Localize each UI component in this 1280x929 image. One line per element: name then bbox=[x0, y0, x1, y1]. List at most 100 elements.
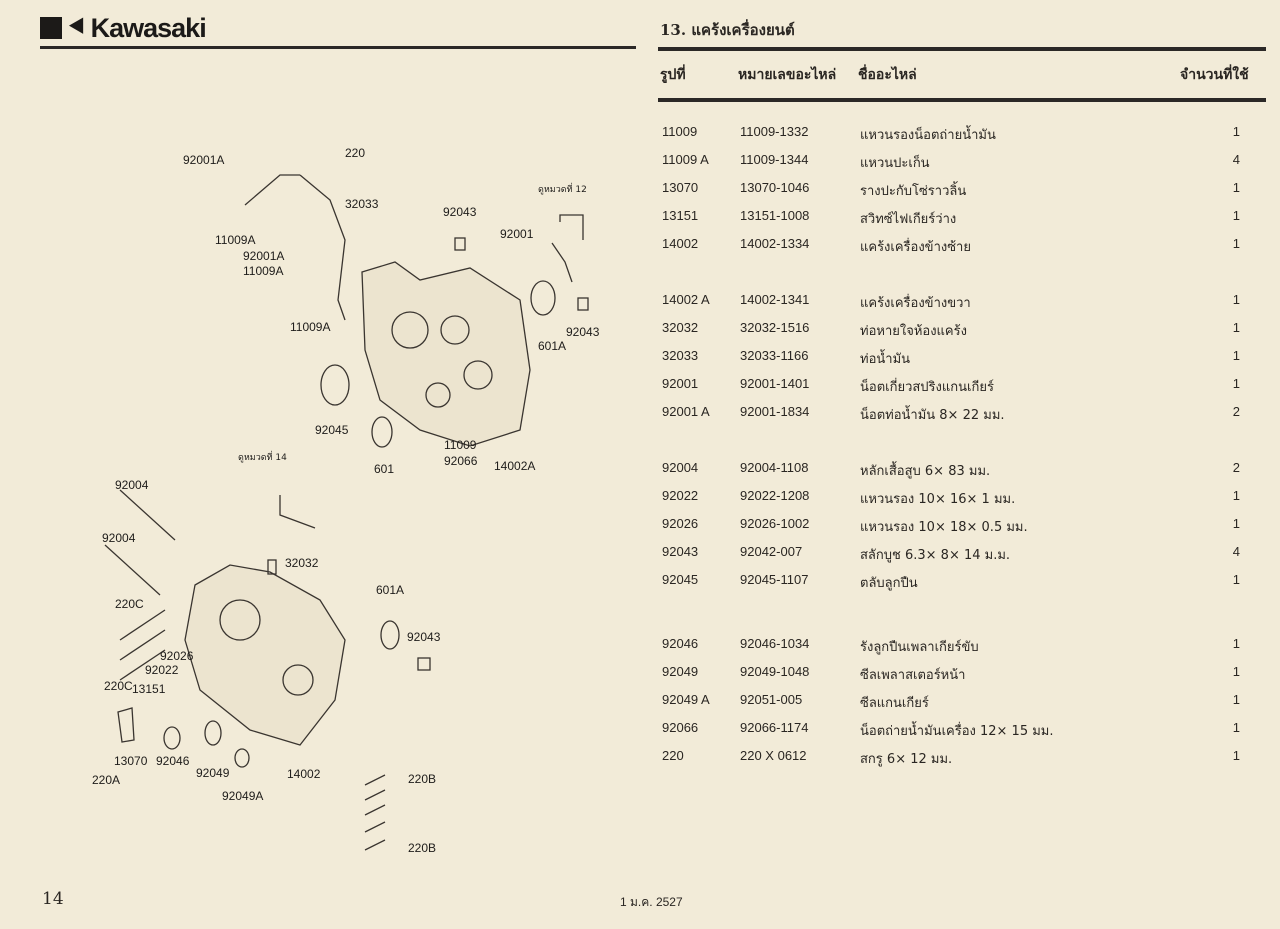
part-number: 13151-1008 bbox=[740, 208, 810, 223]
kawasaki-logo: ⯇Kawasaki bbox=[40, 12, 207, 44]
callout-label: ดูหมวดที่ 12 bbox=[538, 185, 587, 195]
table-row: 32033 32033-1166 ท่อน้ำมัน 1 bbox=[662, 348, 1240, 370]
callout-label: 92004 bbox=[115, 478, 149, 492]
page-number: 14 bbox=[42, 889, 64, 909]
quantity: 1 bbox=[1232, 236, 1240, 251]
part-number: 92042-007 bbox=[740, 544, 803, 559]
part-number: 220 X 0612 bbox=[740, 748, 807, 763]
callout-label: 92001A bbox=[183, 153, 225, 167]
part-name: น็อตถ่ายน้ำมันเครื่อง 12× 15 มม. bbox=[860, 724, 1054, 739]
part-name: สกรู 6× 12 มม. bbox=[860, 752, 953, 767]
callout-label: 92066 bbox=[444, 454, 478, 468]
callout-label: 92043 bbox=[566, 325, 600, 339]
callout-label: 92001 bbox=[500, 227, 534, 241]
page-date: 1 ม.ค. 2527 bbox=[620, 895, 683, 909]
callout-label: 601A bbox=[376, 583, 405, 597]
figure-number: 92049 bbox=[662, 664, 699, 679]
part-name: น็อตเกี่ยวสปริงแกนเกียร์ bbox=[860, 380, 994, 395]
part-number: 92066-1174 bbox=[740, 720, 809, 735]
right-crankcase-drawing bbox=[244, 174, 589, 448]
part-number: 92046-1034 bbox=[740, 636, 810, 651]
part-name: แคร้งเครื่องข้างขวา bbox=[860, 296, 971, 311]
figure-number: 11009 bbox=[662, 124, 698, 139]
figure-number: 220 bbox=[662, 748, 684, 763]
callout-label: 11009A bbox=[215, 233, 256, 247]
part-name: น็อตท่อน้ำมัน 8× 22 มม. bbox=[860, 408, 1005, 423]
callout-label: 92045 bbox=[315, 423, 349, 437]
part-name: ท่อน้ำมัน bbox=[860, 352, 911, 367]
col-part-no: หมายเลขอะไหล่ bbox=[738, 67, 837, 83]
part-number: 11009-1332 bbox=[740, 124, 809, 139]
figure-number: 32033 bbox=[662, 348, 699, 363]
part-name: แคร้งเครื่องข้างซ้าย bbox=[860, 240, 971, 255]
header-rule bbox=[658, 47, 1266, 51]
quantity: 1 bbox=[1232, 180, 1240, 195]
part-number: 92026-1002 bbox=[740, 516, 810, 531]
part-name: ตลับลูกปืน bbox=[860, 576, 918, 591]
quantity: 2 bbox=[1232, 404, 1240, 419]
figure-number: 11009 A bbox=[662, 152, 709, 167]
table-row: 220 220 X 0612 สกรู 6× 12 มม. 1 bbox=[662, 748, 1240, 770]
callout-label: 11009 bbox=[444, 438, 477, 452]
callout-label: 92022 bbox=[145, 663, 179, 677]
callout-label: 220B bbox=[408, 772, 437, 786]
quantity: 1 bbox=[1232, 208, 1240, 223]
part-name: หลักเสื้อสูบ 6× 83 มม. bbox=[860, 464, 991, 479]
quantity: 1 bbox=[1232, 376, 1240, 391]
figure-number: 92043 bbox=[662, 544, 699, 559]
part-name: สวิทซ์ไฟเกียร์ว่าง bbox=[860, 212, 957, 227]
exploded-parts-diagram bbox=[104, 174, 589, 851]
figure-number: 14002 bbox=[662, 236, 699, 251]
callout-label: 92043 bbox=[407, 630, 441, 644]
part-number: 32033-1166 bbox=[740, 348, 809, 363]
callout-label: 92004 bbox=[102, 531, 136, 545]
figure-number: 32032 bbox=[662, 320, 699, 335]
callout-label: 32033 bbox=[345, 197, 379, 211]
figure-number: 92045 bbox=[662, 572, 699, 587]
header-rule-left bbox=[40, 46, 636, 49]
part-name: แหวนปะเก็น bbox=[860, 156, 930, 171]
figure-number: 92066 bbox=[662, 720, 699, 735]
callout-label: 220A bbox=[92, 773, 121, 787]
part-number: 92049-1048 bbox=[740, 664, 810, 679]
callout-label: 92043 bbox=[443, 205, 477, 219]
table-row: 92066 92066-1174 น็อตถ่ายน้ำมันเครื่อง 12×… bbox=[662, 720, 1240, 742]
quantity: 1 bbox=[1232, 124, 1240, 139]
quantity: 1 bbox=[1232, 348, 1240, 363]
callout-label: 11009A bbox=[243, 264, 284, 278]
callout-label: 13070 bbox=[114, 754, 148, 768]
quantity: 1 bbox=[1232, 516, 1240, 531]
callout-label: 220B bbox=[408, 841, 437, 855]
part-number: 92045-1107 bbox=[740, 572, 809, 587]
callout-label: 11009A bbox=[290, 320, 331, 334]
callout-label: 92049A bbox=[222, 789, 264, 803]
figure-number: 14002 A bbox=[662, 292, 710, 307]
quantity: 1 bbox=[1232, 636, 1240, 651]
callout-label: 32032 bbox=[285, 556, 319, 570]
callout-label: 601A bbox=[538, 339, 567, 353]
col-fig: รูปที่ bbox=[660, 67, 686, 83]
part-name: แหวนรอง 10× 16× 1 มม. bbox=[860, 492, 1016, 507]
quantity: 1 bbox=[1232, 748, 1240, 763]
callout-label: 92049 bbox=[196, 766, 230, 780]
callout-label: 14002A bbox=[494, 459, 536, 473]
figure-number: 92049 A bbox=[662, 692, 710, 707]
callout-label: 92046 bbox=[156, 754, 190, 768]
part-name: แหวนรองน็อตถ่ายน้ำมัน bbox=[860, 128, 996, 143]
part-number: 13070-1046 bbox=[740, 180, 810, 195]
figure-number: 92001 A bbox=[662, 404, 710, 419]
part-number: 92001-1401 bbox=[740, 376, 810, 391]
col-qty: จำนวนที่ใช้ bbox=[1180, 67, 1249, 83]
quantity: 1 bbox=[1232, 664, 1240, 679]
